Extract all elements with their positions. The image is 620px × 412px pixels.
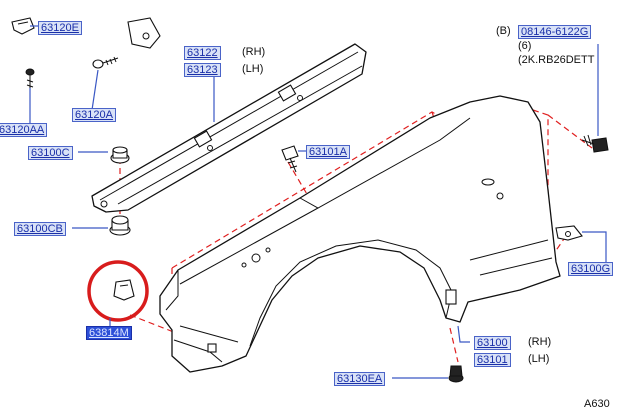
bolt-63101A [281, 145, 299, 173]
note-rh-63100: (RH) [528, 336, 552, 348]
highlight-circle [87, 260, 149, 322]
quantity-note: (6) [518, 40, 532, 52]
part-tag-63123[interactable]: 63123 [184, 63, 221, 77]
front-fender [159, 95, 561, 373]
part-tag-63100CB[interactable]: 63100CB [14, 222, 66, 236]
fender-seal-strip [91, 43, 367, 213]
note-rh-63122: (RH) [242, 46, 266, 58]
part-tag-08146-6122G[interactable]: 08146-6122G [518, 25, 592, 39]
grommet-63100CB [109, 215, 131, 236]
screw-63120A [92, 56, 119, 69]
part-tag-63101[interactable]: 63101 [474, 353, 511, 367]
grommet-63100C [110, 146, 130, 164]
note-lh-63101: (LH) [528, 353, 550, 365]
figure-code: A630 [584, 398, 610, 410]
clip-63100G [555, 225, 583, 241]
part-tag-63100[interactable]: 63100 [474, 336, 511, 350]
bracket-63120E [11, 17, 35, 35]
screw-63120AA [25, 68, 35, 92]
part-tag-63122[interactable]: 63122 [184, 46, 221, 60]
top-bracket [127, 17, 161, 49]
part-tag-63101A[interactable]: 63101A [306, 145, 350, 159]
engine-note: (2K.RB26DETT [518, 54, 595, 66]
part-tag-63130EA[interactable]: 63130EA [334, 372, 386, 386]
part-tag-63814M[interactable]: 63814M [86, 326, 132, 340]
clip-63130EA [448, 365, 464, 383]
part-tag-63120E[interactable]: 63120E [38, 21, 82, 35]
leader-lines [29, 25, 607, 379]
b-marker: (B) [496, 25, 511, 37]
part-tag-63120A[interactable]: 63120A [72, 108, 116, 122]
part-tag-63100C[interactable]: 63100C [28, 146, 73, 160]
mud-guard-clip-63814M [113, 279, 135, 301]
part-tag-63120AA[interactable]: 63120AA [0, 123, 48, 137]
part-tag-63100G[interactable]: 63100G [568, 262, 614, 276]
note-lh-63123: (LH) [242, 63, 264, 75]
bolt-08146-6122G [581, 134, 609, 153]
